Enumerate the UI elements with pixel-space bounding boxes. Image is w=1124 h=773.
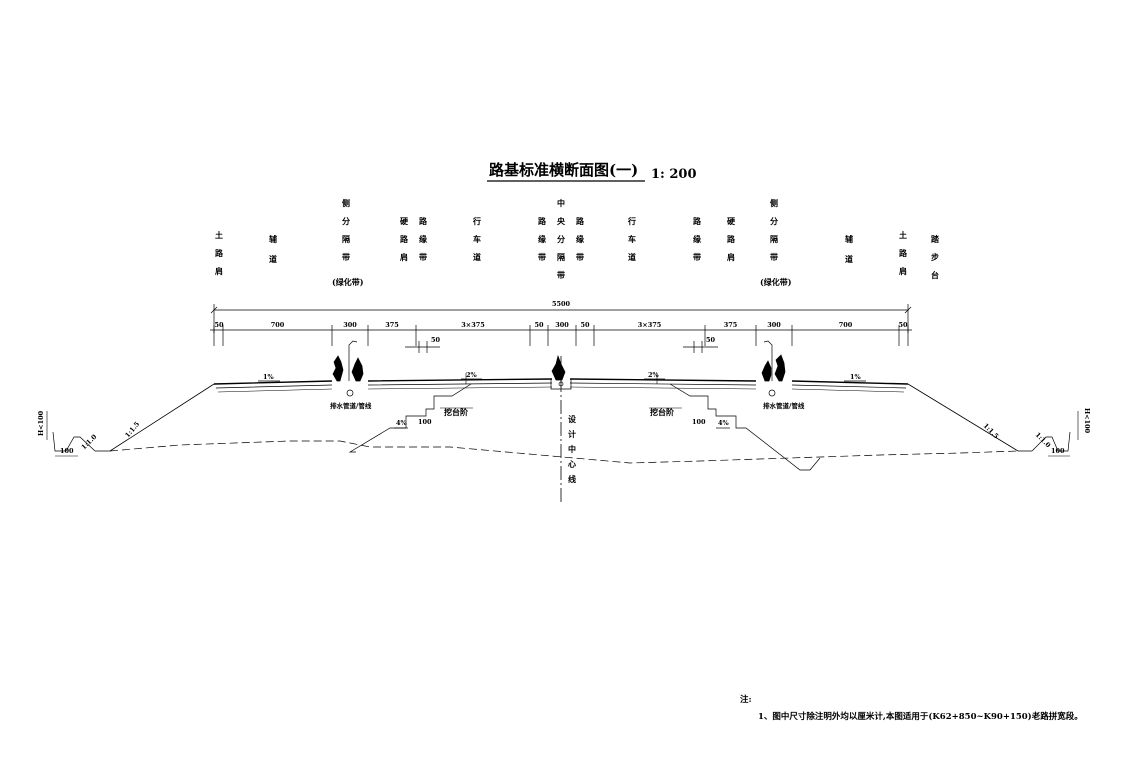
column-label-step: 踏步台 [931,234,940,280]
column-label-side-divider-r: 侧分隔带 [770,198,778,262]
segment-dimension-line [210,325,912,346]
slope-2pct-right: 2% [648,371,660,379]
ditch-slope-left: 1:1.0 [80,433,99,452]
column-label-hard-shoulder-l: 硬路肩 [400,216,409,262]
segment-dim-11: 700 [839,321,853,329]
slope-2pct-left: 2% [466,371,478,379]
offset-dim-right: 50 [706,336,716,344]
drain-pipe-label-right: 排水管道/管线 [763,401,805,410]
ditch-width-right: 100 [1051,447,1065,455]
column-label-shoulder-l: 土路肩 [215,230,224,276]
ditch-dimension-marks [46,411,1079,457]
greenbelt-label-left: (绿化带) [332,277,364,287]
bench-cut-label-right: 挖台阶 [650,407,674,417]
segment-dim-6: 300 [555,321,569,329]
column-label-side-divider-l: 侧分隔带 [342,198,350,262]
slope-arrows [258,378,866,429]
column-label-median: 中央分隔带 [557,198,566,280]
column-label-lane-r: 行车道 [627,216,636,262]
ditch-height-left: H<100 [37,410,45,436]
fill-slope-right: 1:1.5 [982,422,1001,441]
bench-slope-left: 4% [396,419,408,427]
column-label-edge-strip-r: 路缘带 [693,216,702,262]
slope-1pct-right: 1% [850,373,862,381]
segment-dim-5: 50 [534,321,544,329]
segment-dim-4: 3×375 [461,321,485,329]
centerline-label: 设计中心线 [568,414,576,484]
bench-cut-label-left: 挖台阶 [444,407,468,417]
segment-dim-0: 50 [214,321,224,329]
segment-dim-12: 50 [898,321,908,329]
total-dimension [210,304,912,333]
segment-dimensions: 50 700 300 375 3×375 50 300 50 3×375 375 300 700 50 [214,321,908,329]
median-planting [550,354,572,390]
drawing-title: 路基标准横断面图(一) [489,161,638,179]
segment-dim-2: 300 [343,321,357,329]
column-label-hard-shoulder-r: 硬路肩 [727,216,736,262]
right-side-divider-planting [761,340,786,397]
column-label-edge-strip-cr: 路缘带 [576,216,585,262]
drawing-scale: 1: 200 [651,167,697,182]
segment-dim-10: 300 [767,321,781,329]
offset-dimension-marks [405,341,718,353]
drain-pipe-label-left: 排水管道/管线 [330,401,372,410]
notes-heading: 注: [740,695,752,705]
note-item-1: 1、图中尺寸除注明外均以厘米计,本图适用于(K62+850~K90+150)老路… [758,712,1083,722]
column-labels: 土路肩 辅道 侧分隔带 硬路肩 路缘带 行车道 路缘带 中央分隔带 路缘带 行车道 路缘带 硬路肩 侧分… [215,198,940,280]
segment-dim-8: 3×375 [638,321,662,329]
segment-dim-9: 375 [724,321,738,329]
ditch-width-left: 100 [60,447,74,455]
column-label-shoulder-r: 土路肩 [899,230,908,276]
segment-dim-1: 700 [271,321,285,329]
segment-dim-7: 50 [580,321,590,329]
road-surface [213,378,909,393]
slope-1pct-left: 1% [263,373,275,381]
bench-slope-right: 4% [718,419,730,427]
total-width: 5500 [552,300,571,308]
notes: 注: 1、图中尺寸除注明外均以厘米计,本图适用于(K62+850~K90+150… [740,692,1083,726]
bench-width-right: 100 [692,418,706,426]
greenbelt-label-right: (绿化带) [760,277,792,287]
column-label-edge-strip-cl: 路缘带 [538,216,547,262]
ditch-height-right: H<100 [1083,408,1091,434]
centerline-text: 设计中心线 [568,414,576,484]
column-label-aux-lane-r: 辅道 [845,234,853,264]
offset-dim-left: 50 [431,336,441,344]
embankment [52,373,1071,471]
column-label-edge-strip-l: 路缘带 [419,216,428,262]
column-label-lane-l: 行车道 [472,216,481,262]
segment-dim-3: 375 [385,321,399,329]
left-side-divider-planting [332,340,364,397]
bench-width-left: 100 [418,418,432,426]
column-label-aux-lane-l: 辅道 [269,234,277,264]
